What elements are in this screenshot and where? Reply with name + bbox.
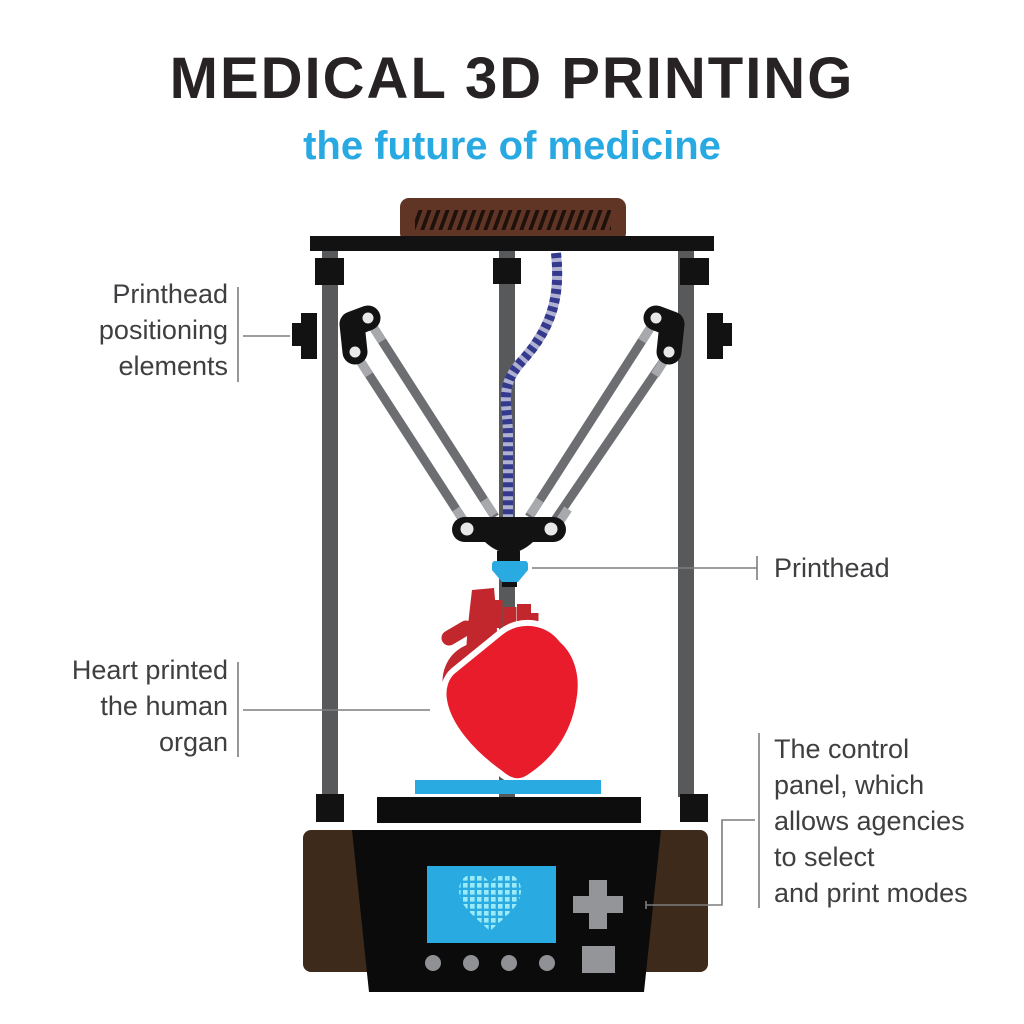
panel-buttons[interactable] [425,955,555,971]
print-bed [415,780,601,794]
leader-printhead [532,556,758,580]
label-printed-heart: Heart printed the human organ [71,655,228,757]
label-control-panel: The control panel, which allows agencies… [774,734,968,908]
leader-printhead-positioning [237,287,290,382]
build-platform [377,797,641,823]
printed-heart-model-icon [440,588,584,785]
frame-columns [315,251,709,822]
dpad-button[interactable] [573,880,623,929]
printer-top-cover-icon [400,198,626,242]
arm-joint-brackets [339,305,685,365]
printhead-positioning-motors-icon [292,313,732,359]
leader-control-panel [645,733,760,909]
mode-button[interactable] [582,946,615,973]
delta-arms-icon [339,305,685,529]
printer-top-plate [310,236,714,251]
leader-printed-heart [237,662,430,757]
page-title: MEDICAL 3D PRINTING [169,46,855,111]
screen-heart-icon [459,874,521,931]
control-panel [425,866,623,973]
printhead-nozzle-icon [492,561,528,587]
leader-lines [237,287,760,909]
page-subtitle: the future of medicine [303,124,721,168]
filament-cable-icon [500,252,563,518]
printhead-carriage-icon [452,517,566,561]
label-printhead: Printhead [774,553,890,583]
label-printhead-positioning: Printhead positioning elements [98,279,228,381]
